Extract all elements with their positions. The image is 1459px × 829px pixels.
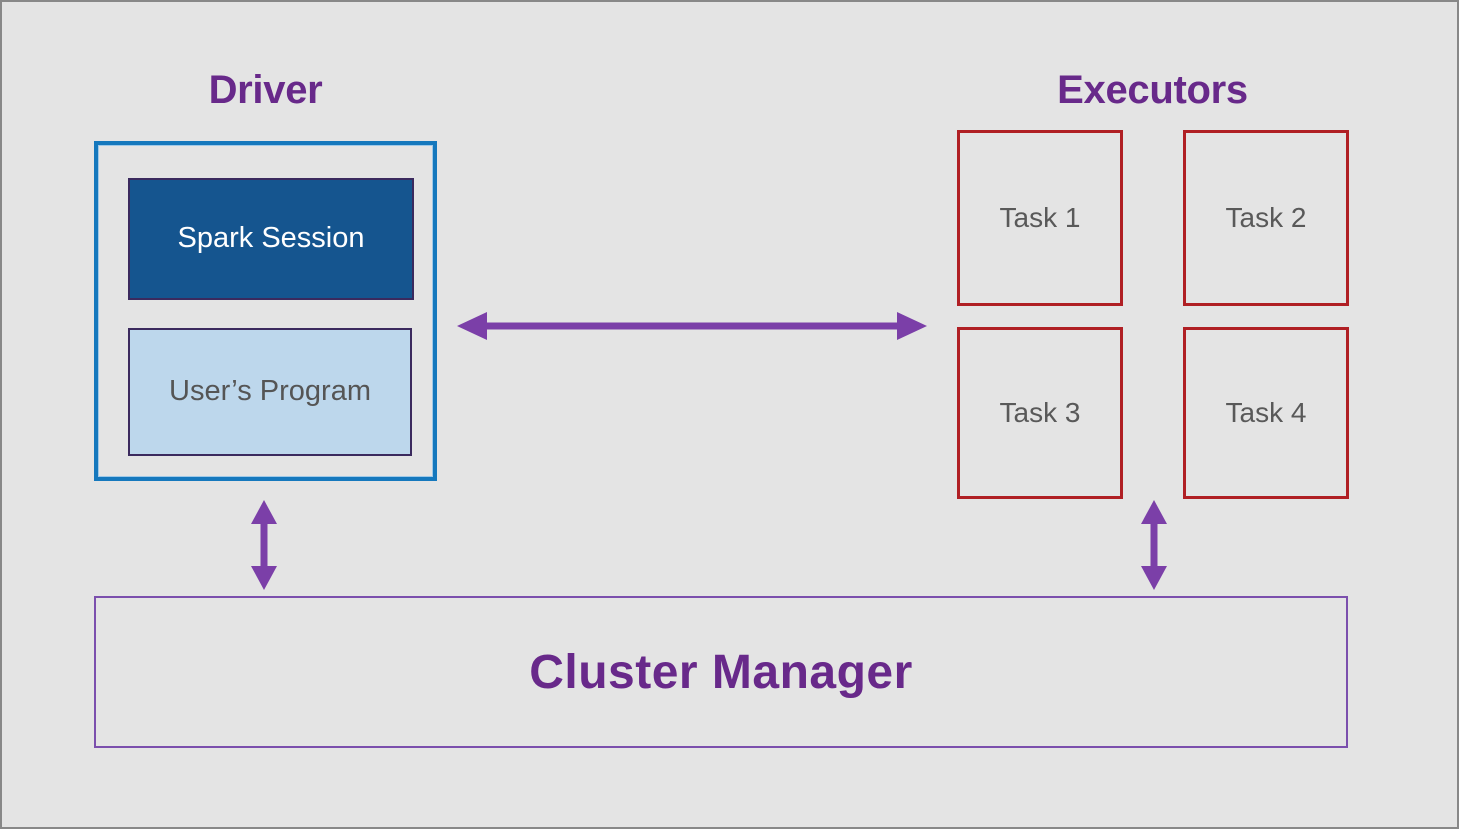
executors-cluster-arrow-icon [1141,500,1167,590]
task-box: Task 4 [1183,327,1349,499]
task-box: Task 3 [957,327,1123,499]
cluster-manager-container: Cluster Manager [94,596,1348,748]
users-program-label: User’s Program [169,375,371,408]
task-box: Task 2 [1183,130,1349,306]
arrow-head-down [251,566,277,590]
driver-container: Spark Session User’s Program [94,141,437,481]
task-label: Task 2 [1225,202,1307,233]
driver-section-title: Driver [208,68,323,112]
task-box: Task 1 [957,130,1123,306]
cluster-manager-label: Cluster Manager [529,645,913,699]
task-label: Task 3 [999,397,1081,428]
spark-session-label: Spark Session [177,222,365,255]
arrow-head-left [457,312,487,340]
task-label: Task 4 [1225,397,1307,428]
driver-cluster-arrow-icon [251,500,277,590]
arrow-head-down [1141,566,1167,590]
driver-executors-arrow-icon [457,312,927,340]
users-program-box: User’s Program [128,328,412,456]
task-label: Task 1 [999,202,1081,233]
executors-section-title: Executors [1057,68,1248,112]
arrow-head-up [1141,500,1167,524]
arrow-head-right [897,312,927,340]
spark-session-box: Spark Session [128,178,414,300]
arrow-head-up [251,500,277,524]
